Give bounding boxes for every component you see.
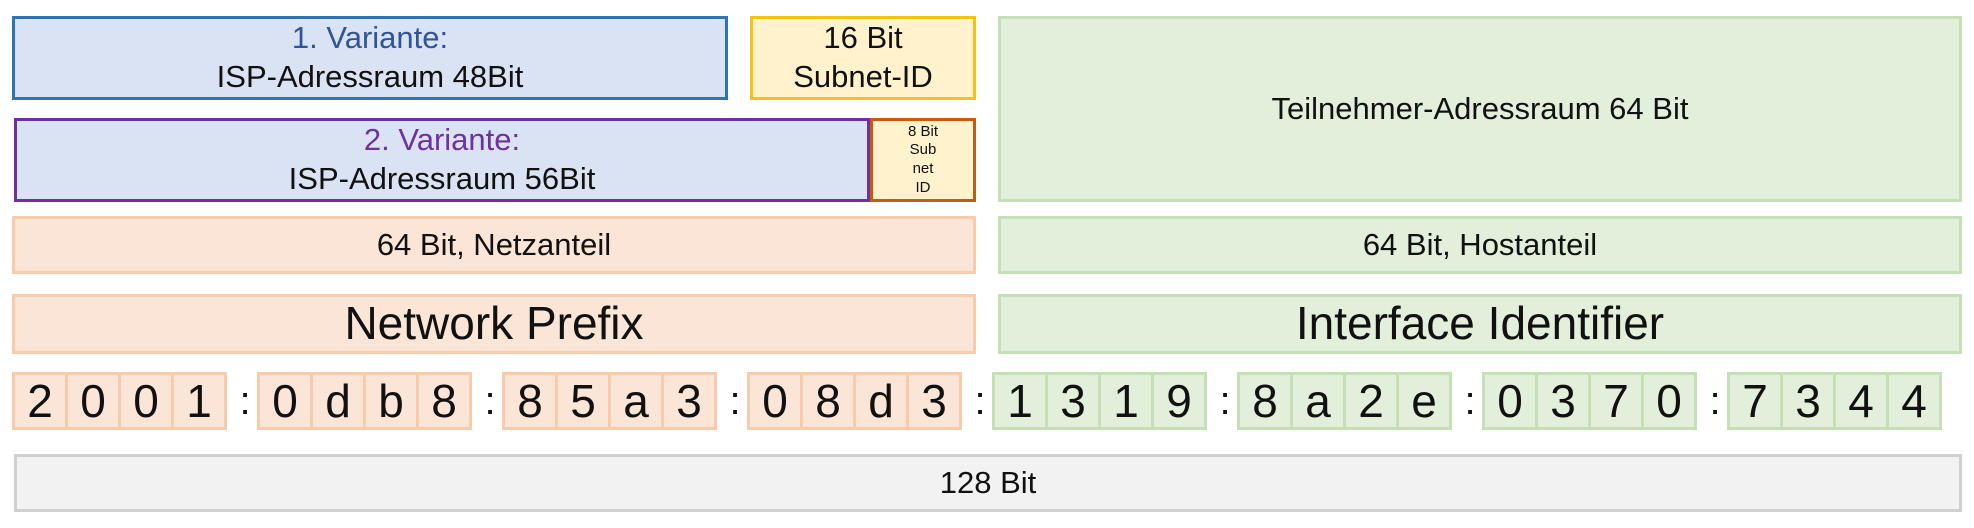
variant-1-title: 1. Variante: <box>291 20 449 56</box>
subnet-id-8bit-box: 8 Bit Sub net ID <box>870 118 976 202</box>
address-digit: 1 <box>992 372 1048 430</box>
address-separator: : <box>974 378 986 423</box>
subnet-8-line3: net <box>912 160 934 177</box>
interface-identifier-label: Interface Identifier <box>1295 297 1665 350</box>
address-digit: 2 <box>1343 372 1399 430</box>
address-digit: 9 <box>1151 372 1207 430</box>
address-digit: 7 <box>1727 372 1783 430</box>
address-digit: 1 <box>1098 372 1154 430</box>
address-digit: b <box>363 372 419 430</box>
address-separator: : <box>484 378 496 423</box>
address-digit: 1 <box>171 372 227 430</box>
address-digit: 0 <box>118 372 174 430</box>
address-digit: 0 <box>747 372 803 430</box>
address-digit: 2 <box>12 372 68 430</box>
variant-2-title: 2. Variante: <box>363 122 521 158</box>
address-digit: 8 <box>416 372 472 430</box>
subnet-8-line4: ID <box>915 178 931 196</box>
address-digit: 3 <box>1535 372 1591 430</box>
address-digit: a <box>1290 372 1346 430</box>
variant-2-label: ISP-Adressraum 56Bit <box>288 161 596 196</box>
network-part-label: 64 Bit, Netzanteil <box>376 226 612 262</box>
address-separator: : <box>1464 378 1476 423</box>
address-digit: 4 <box>1833 372 1889 430</box>
address-digit: 0 <box>1482 372 1538 430</box>
address-digit: 0 <box>257 372 313 430</box>
address-digit: a <box>608 372 664 430</box>
network-part-box: 64 Bit, Netzanteil <box>12 216 976 274</box>
subnet-16-line2: Subnet-ID <box>793 59 933 94</box>
address-separator: : <box>1219 378 1231 423</box>
interface-identifier-box: Interface Identifier <box>998 294 1962 354</box>
address-digit: 0 <box>65 372 121 430</box>
subnet-8-line1: 8 Bit <box>907 122 938 140</box>
total-bits-box: 128 Bit <box>14 454 1962 512</box>
subnet-8-line2: Sub <box>909 141 937 159</box>
address-digit: 3 <box>906 372 962 430</box>
address-digit: 5 <box>555 372 611 430</box>
address-separator: : <box>239 378 251 423</box>
network-prefix-label: Network Prefix <box>344 297 644 350</box>
host-part-label: 64 Bit, Hostanteil <box>1362 226 1598 262</box>
address-digit: 4 <box>1886 372 1942 430</box>
address-digit: 7 <box>1588 372 1644 430</box>
address-digit: 8 <box>502 372 558 430</box>
variant-1-label: ISP-Adressraum 48Bit <box>216 59 524 94</box>
address-digit: d <box>310 372 366 430</box>
address-digit: d <box>853 372 909 430</box>
address-digit: 8 <box>1237 372 1293 430</box>
address-digit: 3 <box>661 372 717 430</box>
subnet-16-line1: 16 Bit <box>823 20 903 56</box>
network-prefix-box: Network Prefix <box>12 294 976 354</box>
host-part-box: 64 Bit, Hostanteil <box>998 216 1962 274</box>
total-bits-label: 128 Bit <box>939 464 1037 500</box>
address-digit: 0 <box>1641 372 1697 430</box>
variant-2-box: 2. Variante: ISP-Adressraum 56Bit <box>14 118 870 202</box>
address-separator: : <box>729 378 741 423</box>
address-separator: : <box>1709 378 1721 423</box>
subscriber-address-space-label: Teilnehmer-Adressraum 64 Bit <box>1271 90 1689 126</box>
address-digit: 3 <box>1780 372 1836 430</box>
address-digit: 8 <box>800 372 856 430</box>
address-digit: e <box>1396 372 1452 430</box>
subscriber-address-space-box: Teilnehmer-Adressraum 64 Bit <box>998 16 1962 202</box>
subnet-id-16bit-box: 16 Bit Subnet-ID <box>750 16 976 100</box>
variant-1-box: 1. Variante: ISP-Adressraum 48Bit <box>12 16 728 100</box>
address-digit: 3 <box>1045 372 1101 430</box>
